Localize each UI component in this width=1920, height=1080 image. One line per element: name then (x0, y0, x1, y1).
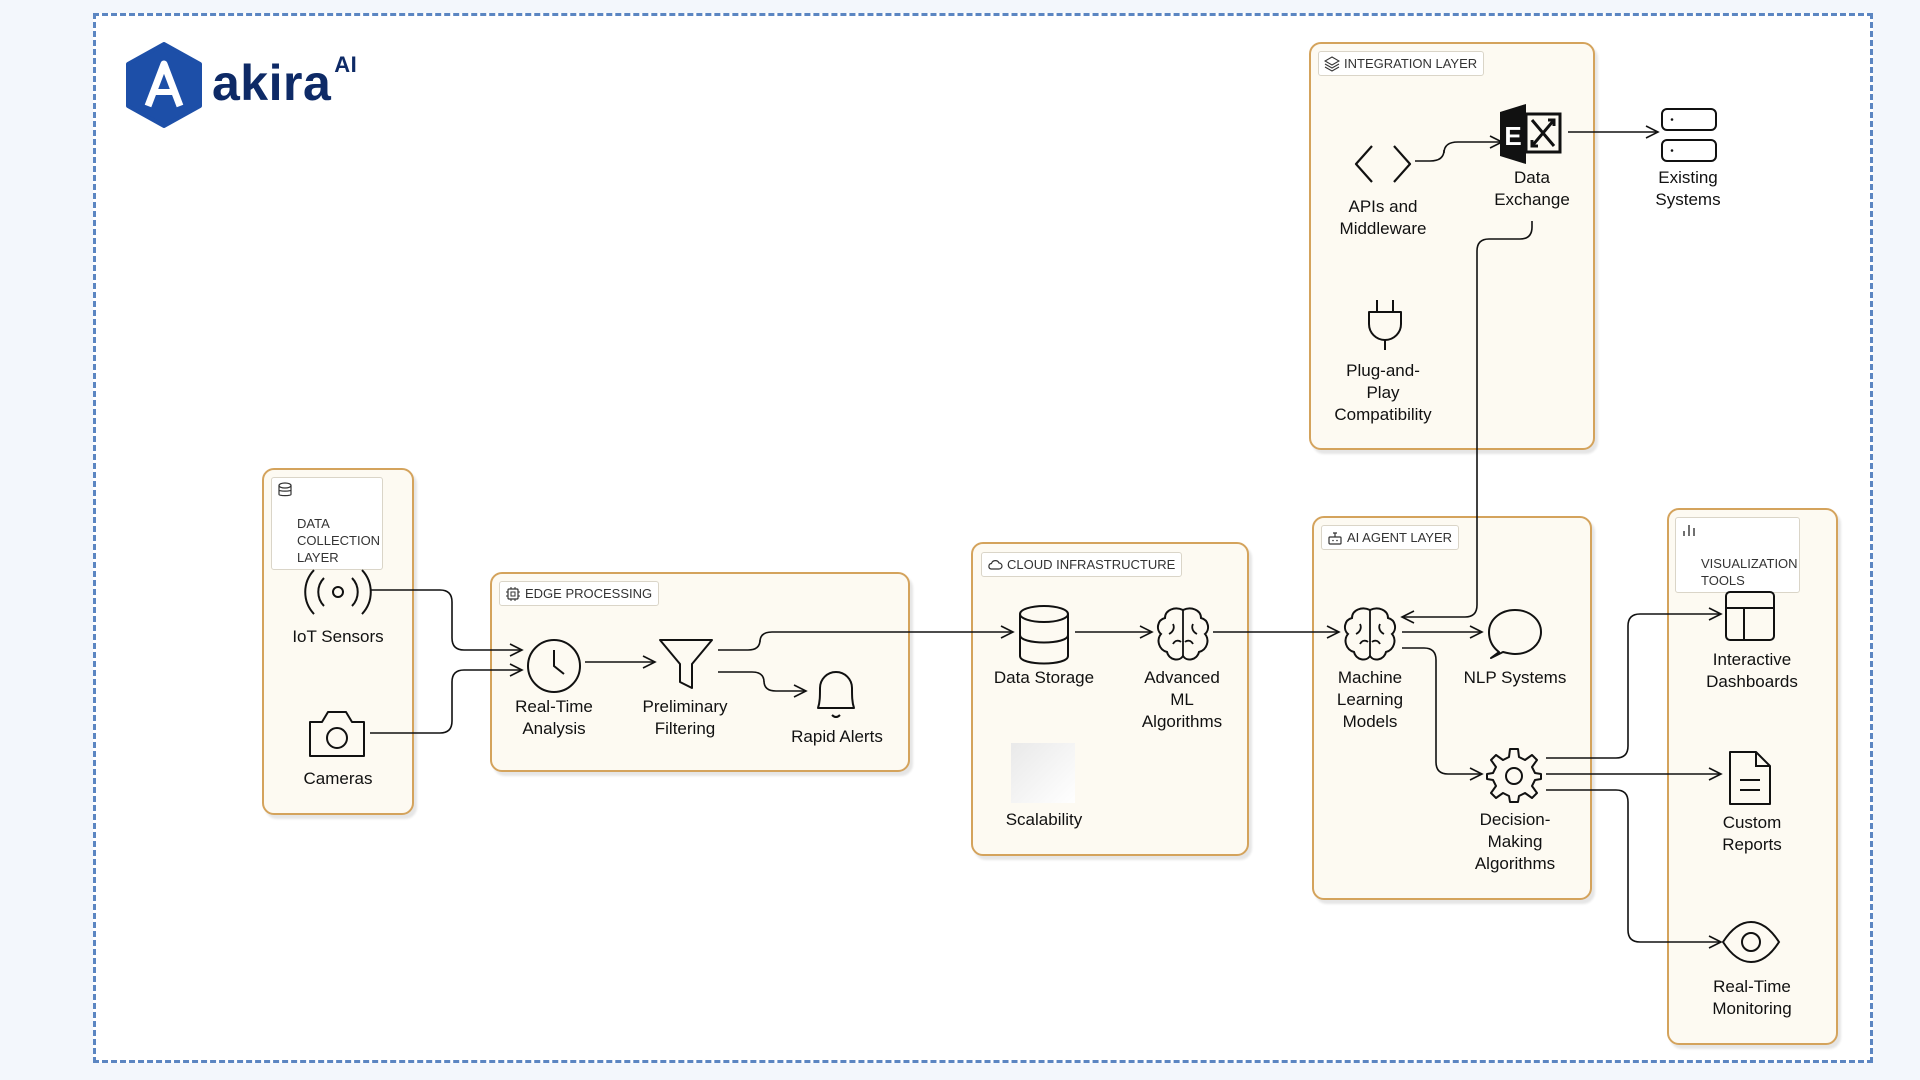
funnel-icon (659, 639, 713, 689)
label-cameras: Cameras (303, 769, 373, 788)
visualization-tools-tag: VISUALIZATION TOOLS (1675, 517, 1800, 593)
label-data-exchange: Data Exchange (1494, 168, 1570, 209)
integration-layer (1309, 42, 1595, 450)
label-real-time-analysis: Real-Time Analysis (515, 697, 593, 738)
label-plug-and-play: Plug-and- Play Compatibility (1334, 361, 1432, 424)
gear-icon (1486, 748, 1542, 803)
label-existing-systems: Existing Systems (1655, 168, 1721, 209)
label-iot-sensors: IoT Sensors (292, 627, 384, 646)
label-advanced-ml-algorithms: Advanced ML Algorithms (1141, 668, 1223, 731)
edge-processing-tag: EDGE PROCESSING (499, 581, 660, 606)
exchange-icon: E (1500, 104, 1562, 164)
data-collection-tag: DATA COLLECTION LAYER (271, 477, 383, 570)
arrow-cameras-to-analysis (370, 663, 524, 734)
dashboard-icon (1725, 591, 1775, 641)
arrow-mlm-to-decision (1402, 647, 1484, 781)
label-data-storage: Data Storage (993, 668, 1095, 687)
arrow-iot-to-analysis (370, 589, 524, 657)
arrow-decision-to-dashboards (1546, 607, 1723, 759)
scalability-icon (1011, 743, 1075, 803)
label-real-time-monitoring: Real-Time Monitoring (1712, 977, 1792, 1018)
ai-agent-layer (1312, 516, 1592, 900)
svg-text:E: E (1504, 121, 1521, 151)
ml-models-brain-icon (1343, 607, 1397, 661)
label-nlp-systems: NLP Systems (1463, 668, 1567, 687)
document-icon (1729, 751, 1771, 805)
cloud-infrastructure-layer (971, 542, 1249, 856)
arrow-apis-to-exchange (1415, 135, 1504, 162)
clock-icon (527, 639, 581, 693)
database-icon (278, 482, 292, 497)
label-apis-and-middleware: APIs and Middleware (1339, 197, 1427, 238)
brain-icon (1156, 607, 1210, 661)
server-stack-icon (1661, 108, 1717, 162)
label-interactive-dashboards: Interactive Dashboards (1706, 650, 1798, 691)
visualization-tools-layer (1667, 508, 1838, 1045)
akira-hexagon-icon (126, 42, 202, 128)
arrow-filtering-to-alerts (718, 671, 808, 698)
label-scalability: Scalability (1005, 810, 1083, 829)
integration-layer-tag: INTEGRATION LAYER (1318, 51, 1485, 76)
camera-icon (309, 711, 365, 757)
arrow-filtering-to-storage (718, 625, 1015, 651)
label-custom-reports: Custom Reports (1722, 813, 1782, 854)
robot-icon (1328, 532, 1342, 545)
label-decision-making-algorithms: Decision- Making Algorithms (1474, 810, 1556, 873)
database-icon (1019, 605, 1069, 665)
cloud-icon (988, 560, 1003, 570)
cpu-icon (506, 587, 520, 601)
ai-agent-layer-tag: AI AGENT LAYER (1321, 525, 1460, 550)
bar-chart-icon (1683, 525, 1695, 536)
iot-sensor-icon (304, 569, 372, 615)
arrow-decision-to-monitoring (1546, 789, 1723, 949)
arrow-exchange-to-mlm (1400, 221, 1533, 624)
code-icon (1354, 145, 1412, 183)
layers-icon (1324, 56, 1340, 72)
label-preliminary-filtering: Preliminary Filtering (642, 697, 728, 738)
plug-icon (1368, 300, 1402, 350)
label-rapid-alerts: Rapid Alerts (791, 727, 883, 746)
chat-bubble-icon (1488, 609, 1542, 659)
cloud-infrastructure-tag: CLOUD INFRASTRUCTURE (981, 552, 1183, 577)
label-machine-learning-models: Machine Learning Models (1336, 668, 1404, 731)
eye-icon (1721, 920, 1781, 964)
bell-icon (817, 671, 855, 718)
